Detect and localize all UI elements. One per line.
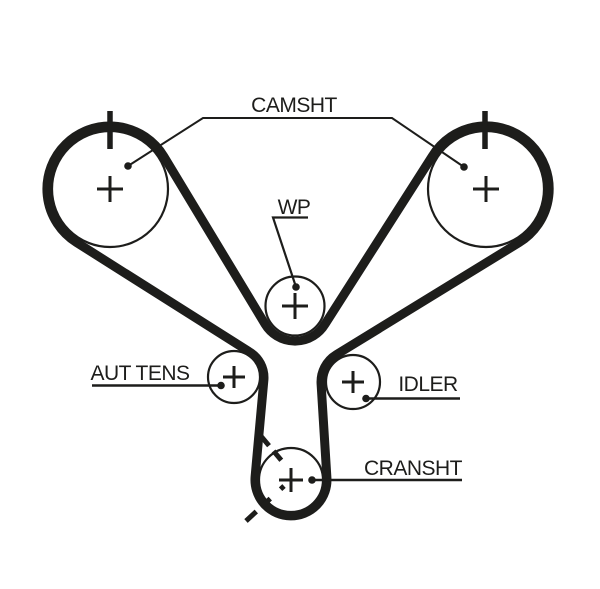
tensioner-center-mark (223, 366, 245, 388)
timing-belt (42, 121, 554, 521)
crankshaft-center-mark (279, 468, 303, 492)
camshaft-right-leader-dot (460, 163, 468, 171)
camshaft-left-center-mark (97, 176, 123, 202)
idler-label: IDLER (398, 373, 458, 396)
water-pump-pulley (264, 275, 326, 337)
idler-center-mark (342, 371, 364, 393)
water-pump-leader-dot (292, 283, 300, 291)
idler-pulley (324, 353, 382, 411)
camshaft-pulley-right (426, 129, 546, 249)
water-pump-label: WP (278, 196, 311, 219)
crankshaft-timing-mark-lower (244, 484, 286, 523)
camshaft-leader-line (127, 117, 465, 168)
tensioner-label: AUT TENS (90, 362, 190, 385)
camshaft-label: CAMSHT (251, 94, 337, 117)
idler-leader-dot (362, 394, 370, 403)
camshaft-pulley-left (50, 129, 170, 249)
water-pump-leader-line (271, 216, 308, 288)
camshaft-right-center-mark (473, 176, 499, 202)
camshaft-left-leader-dot (124, 162, 132, 170)
crankshaft-leader-dot (308, 476, 316, 484)
tensioner-leader-dot (217, 381, 225, 390)
crankshaft-label: CRANSHT (364, 457, 463, 480)
crankshaft-timing-mark-upper (258, 433, 289, 469)
water-pump-center-mark (282, 293, 308, 319)
